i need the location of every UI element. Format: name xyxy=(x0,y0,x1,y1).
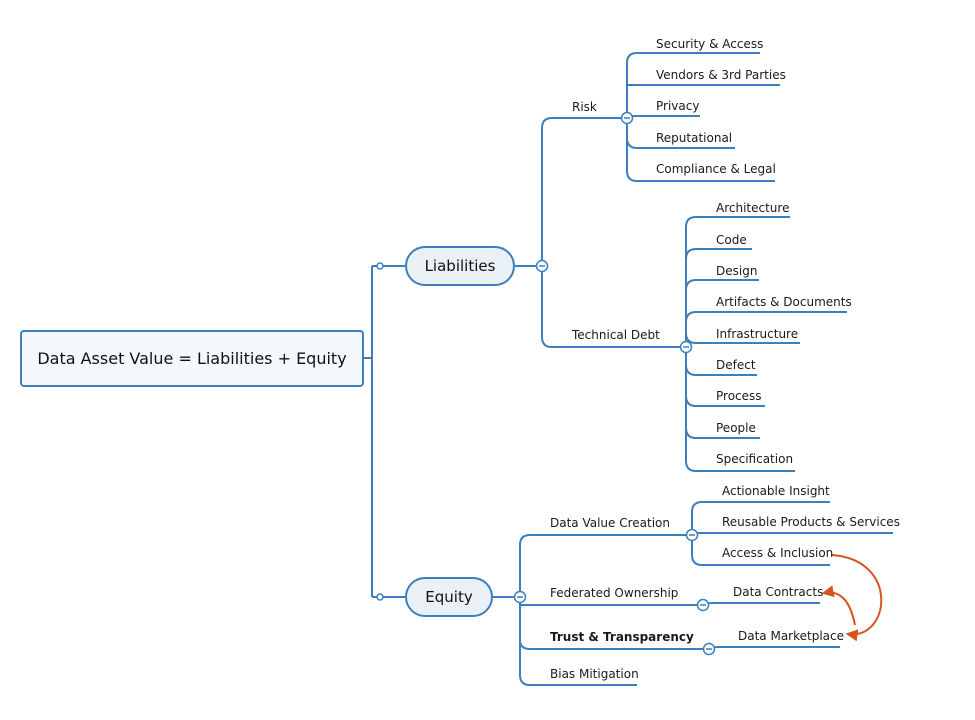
collapse-technical-debt-icon xyxy=(679,340,693,354)
data-value-creation-item[interactable]: Reusable Products & Services xyxy=(722,515,900,529)
technical-debt-item[interactable]: Specification xyxy=(716,452,794,466)
trust-transparency-topic[interactable]: Trust & Transparency xyxy=(550,630,694,644)
risk-item[interactable]: Compliance & Legal xyxy=(656,162,776,176)
equity-node-label: Equity xyxy=(425,588,473,606)
technical-debt-item[interactable]: Code xyxy=(716,233,747,247)
collapse-risk-icon xyxy=(620,111,634,125)
risk-item[interactable]: Security & Access xyxy=(656,37,764,51)
equity-anchor-dot xyxy=(376,593,384,601)
data-value-creation-topic[interactable]: Data Value Creation xyxy=(550,516,671,530)
technical-debt-item[interactable]: Process xyxy=(716,389,762,403)
data-marketplace-item[interactable]: Data Marketplace xyxy=(738,629,845,643)
liabilities-node-label: Liabilities xyxy=(424,257,496,275)
arrow-marketplace-to-contracts xyxy=(821,585,856,626)
risk-item[interactable]: Vendors & 3rd Parties xyxy=(656,68,786,82)
technical-debt-item[interactable]: Infrastructure xyxy=(716,327,799,341)
collapse-federated-ownership-icon xyxy=(696,598,710,612)
data-value-creation-item[interactable]: Actionable Insight xyxy=(722,484,830,498)
risk-topic[interactable]: Risk xyxy=(572,100,597,114)
technical-debt-item[interactable]: Design xyxy=(716,264,758,278)
collapse-trust-transparency-icon xyxy=(702,642,716,656)
root-node-label: Data Asset Value = Liabilities + Equity xyxy=(37,349,347,368)
equity-node[interactable]: Equity xyxy=(405,577,493,617)
collapse-liabilities-icon xyxy=(535,259,549,273)
bias-mitigation-topic[interactable]: Bias Mitigation xyxy=(550,667,639,681)
relationship-arrows xyxy=(821,554,883,642)
data-value-creation-item[interactable]: Access & Inclusion xyxy=(722,546,834,560)
data-contracts-item[interactable]: Data Contracts xyxy=(733,585,824,599)
technical-debt-item[interactable]: People xyxy=(716,421,756,435)
risk-item[interactable]: Reputational xyxy=(656,131,733,145)
technical-debt-topic[interactable]: Technical Debt xyxy=(572,328,660,342)
liabilities-anchor-dot xyxy=(376,262,384,270)
technical-debt-item[interactable]: Defect xyxy=(716,358,756,372)
arrow-access-to-marketplace xyxy=(831,554,883,642)
collapse-equity-icon xyxy=(513,590,527,604)
liabilities-node[interactable]: Liabilities xyxy=(405,246,515,286)
collapse-toggles xyxy=(513,111,716,656)
root-node[interactable]: Data Asset Value = Liabilities + Equity xyxy=(20,330,364,387)
technical-debt-item[interactable]: Architecture xyxy=(716,201,790,215)
collapse-data-value-creation-icon xyxy=(685,528,699,542)
technical-debt-item[interactable]: Artifacts & Documents xyxy=(716,295,852,309)
risk-item[interactable]: Privacy xyxy=(656,99,700,113)
federated-ownership-topic[interactable]: Federated Ownership xyxy=(550,586,679,600)
